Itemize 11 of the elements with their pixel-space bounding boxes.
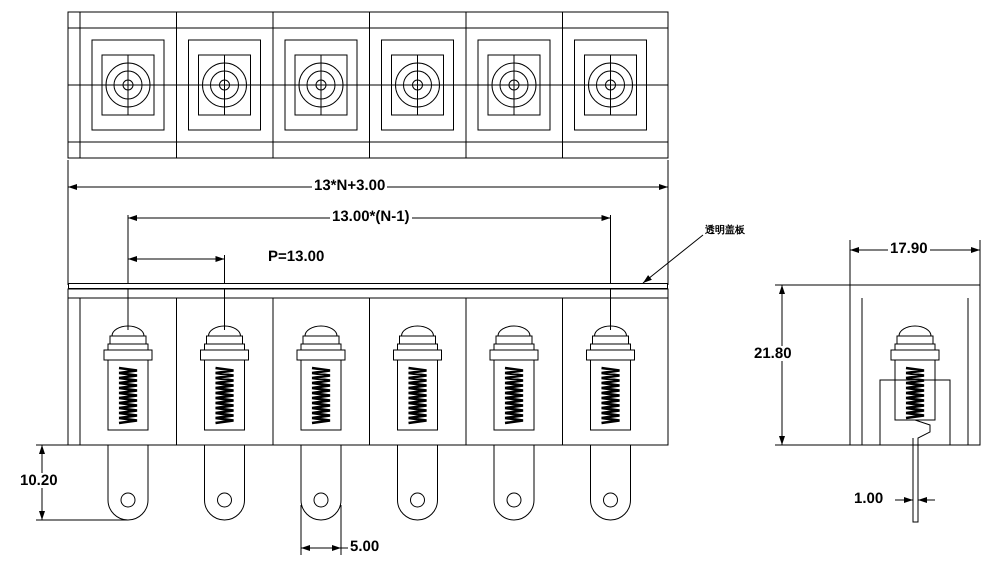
callout-label: 透明盖板 bbox=[705, 226, 745, 236]
dimension-text: 13.00*(N-1) bbox=[330, 209, 412, 224]
dimension-text: 5.00 bbox=[348, 539, 382, 554]
dimension-text: 17.90 bbox=[888, 241, 930, 256]
dimension-text: P=13.00 bbox=[266, 249, 326, 264]
leader-line bbox=[642, 234, 704, 284]
dimension-text: 1.00 bbox=[852, 491, 886, 506]
dimension-text: 13*N+3.00 bbox=[312, 178, 388, 193]
dimension-text: 21.80 bbox=[752, 346, 794, 361]
cover-plate bbox=[68, 283, 668, 289]
dimension-text: 10.20 bbox=[18, 473, 60, 488]
